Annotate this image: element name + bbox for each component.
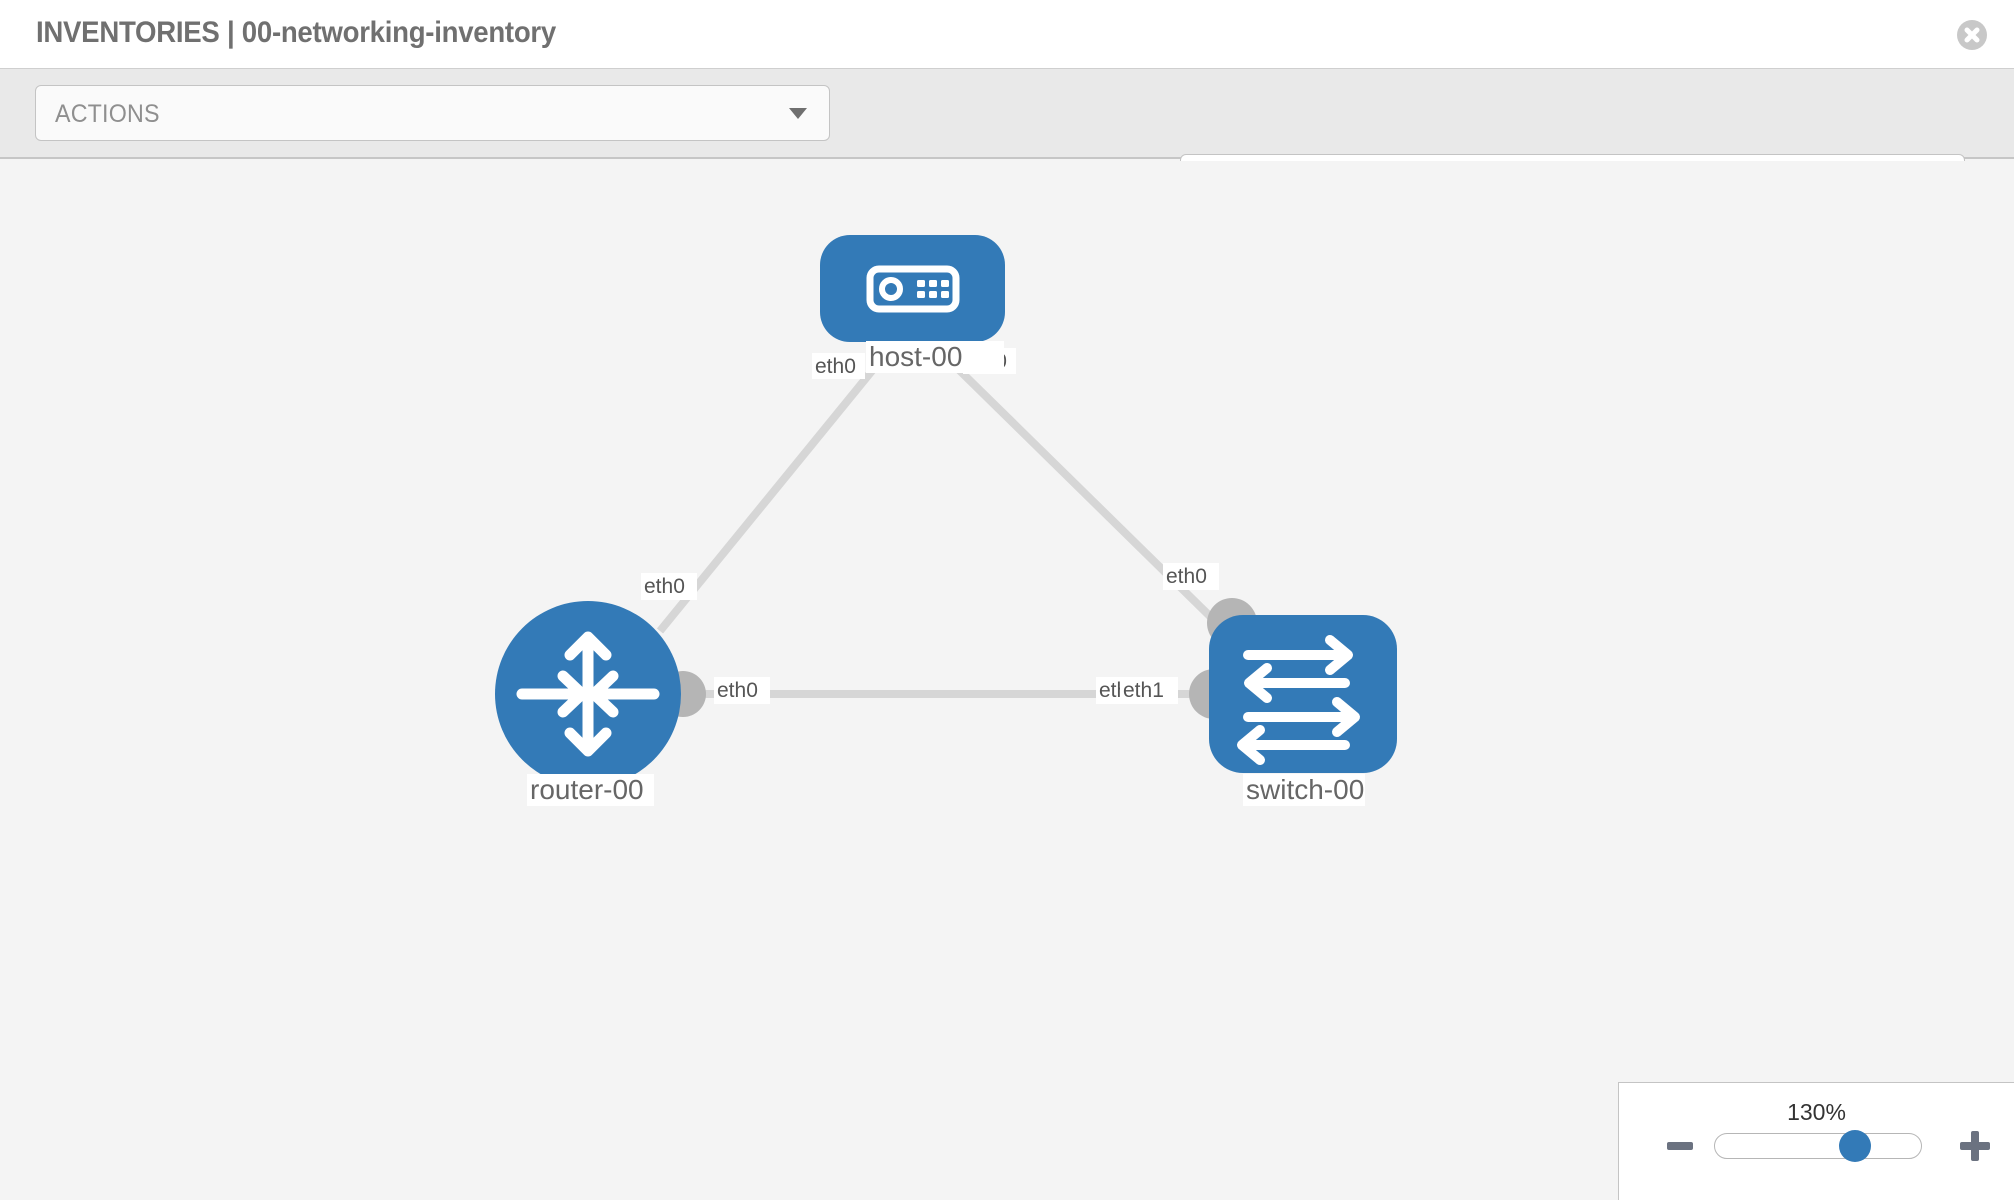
page-title: INVENTORIES | 00-networking-inventory bbox=[36, 16, 556, 49]
iface-label-router-switch: eth0 bbox=[717, 679, 758, 702]
zoom-slider-thumb[interactable] bbox=[1839, 1130, 1872, 1162]
node-switch-00[interactable] bbox=[1209, 615, 1397, 773]
iface-label-host-router: eth0 bbox=[815, 355, 856, 378]
actions-dropdown-label: ACTIONS bbox=[55, 100, 160, 128]
node-label-layer: host-00 router-00 switch-00 bbox=[527, 341, 1365, 806]
server-icon bbox=[866, 265, 960, 313]
close-icon[interactable] bbox=[1957, 20, 1987, 50]
node-host-00[interactable] bbox=[820, 235, 1005, 342]
page-header: INVENTORIES | 00-networking-inventory bbox=[0, 0, 2014, 69]
link-layer bbox=[656, 358, 1228, 698]
zoom-slider[interactable] bbox=[1714, 1130, 1922, 1162]
router-arrows-icon bbox=[516, 631, 660, 757]
chevron-down-icon bbox=[789, 108, 807, 119]
zoom-in-button[interactable] bbox=[1960, 1131, 1990, 1161]
topology-canvas[interactable]: eth0 eth0 eth0 eth0 eth0 eth eth1 bbox=[0, 161, 2014, 1200]
link-host-switch[interactable] bbox=[947, 358, 1228, 634]
zoom-control-panel: 130% bbox=[1618, 1082, 2014, 1200]
node-router-00[interactable] bbox=[495, 601, 681, 787]
node-label-host-00: host-00 bbox=[869, 341, 962, 372]
switch-arrows-icon bbox=[1237, 635, 1360, 765]
node-label-switch-00: switch-00 bbox=[1246, 774, 1364, 805]
topology-graph: eth0 eth0 eth0 eth0 eth0 eth eth1 bbox=[495, 235, 1397, 806]
toolbar: ACTIONS SEARCH bbox=[0, 69, 2014, 210]
iface-label-router-host: eth0 bbox=[644, 575, 685, 598]
zoom-out-button[interactable] bbox=[1667, 1142, 1693, 1150]
zoom-level-label: 130% bbox=[1787, 1099, 1846, 1125]
iface-label-switch-host: eth0 bbox=[1166, 565, 1207, 588]
actions-dropdown[interactable]: ACTIONS bbox=[35, 85, 830, 141]
iface-label-switch-router-b: eth1 bbox=[1123, 679, 1164, 702]
node-label-router-00: router-00 bbox=[530, 774, 644, 805]
interface-label-layer: eth0 eth0 eth0 eth0 eth0 eth eth1 bbox=[641, 348, 1219, 704]
